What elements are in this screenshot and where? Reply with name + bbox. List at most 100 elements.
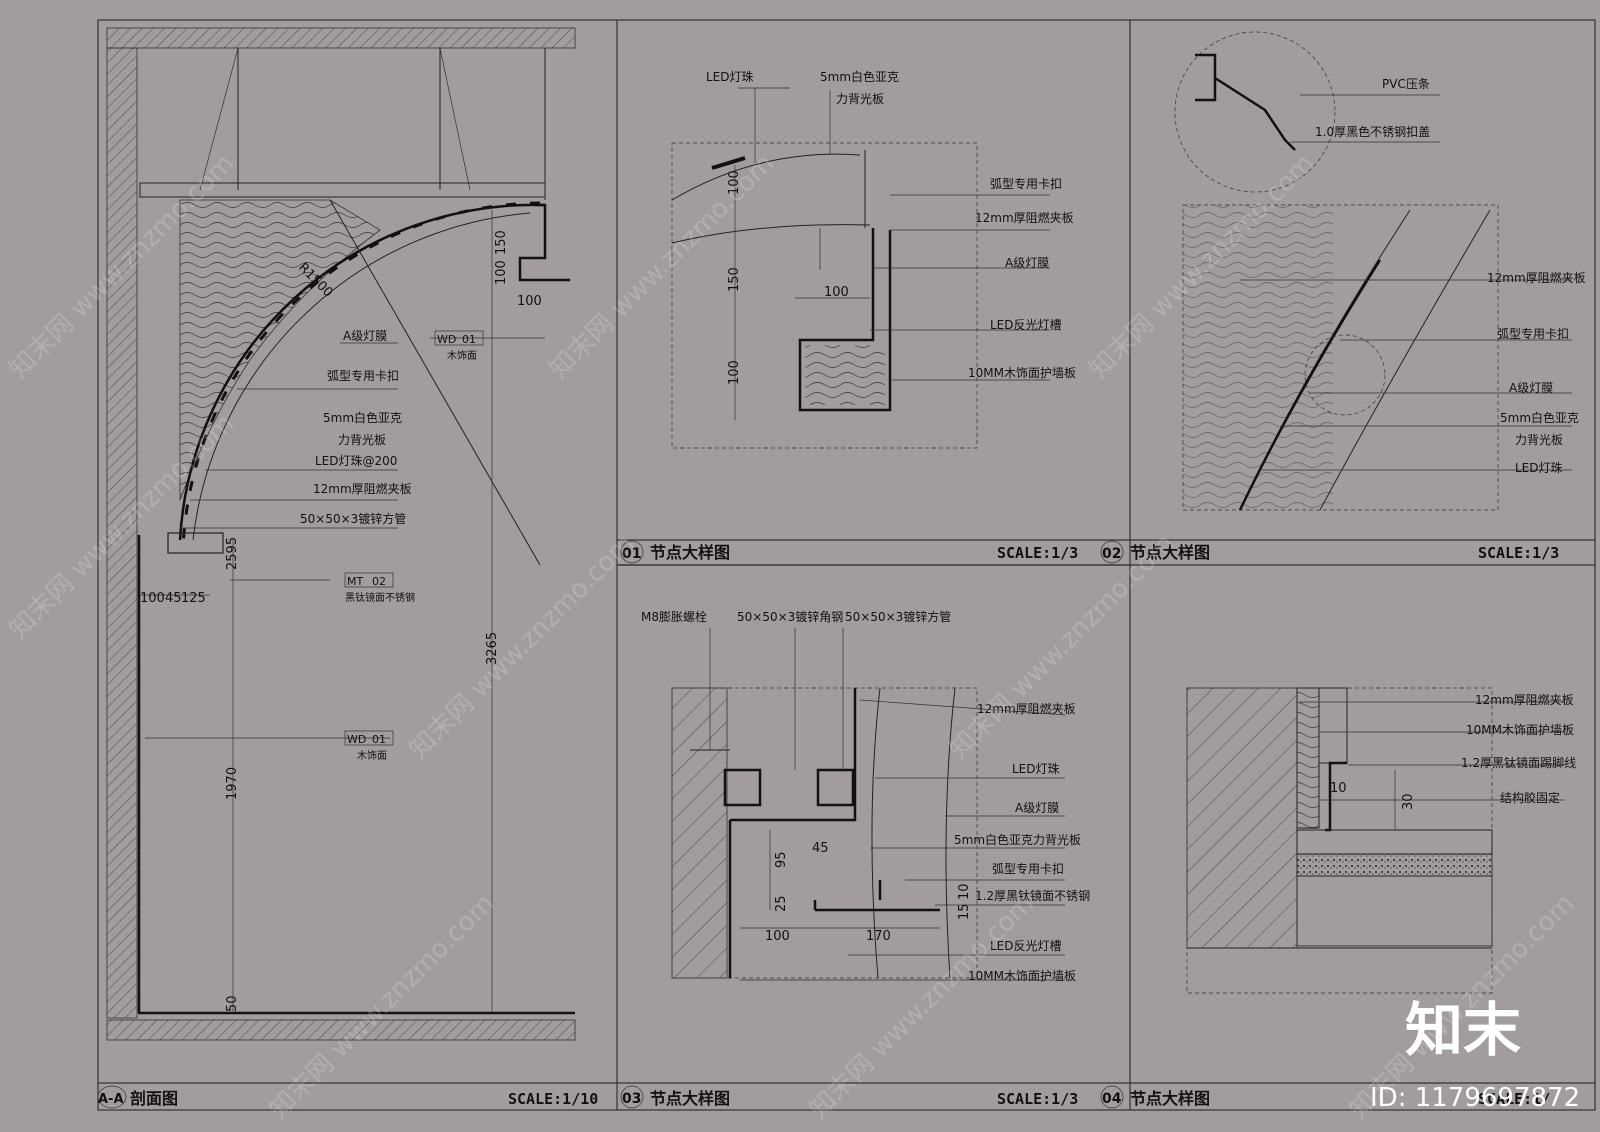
d04-label-panel: 10MM木饰面护墙板 (1466, 723, 1574, 737)
section-title-04: 节点大样图 (1130, 1089, 1210, 1108)
tag-wd2-code: WD (347, 733, 366, 746)
section-title-aa: 剖面图 (130, 1089, 178, 1108)
d03-label-panel: 10MM木饰面护墙板 (968, 969, 1076, 983)
section-scale-03: SCALE:1/3 (997, 1090, 1078, 1108)
section-scale-01: SCALE:1/3 (997, 544, 1078, 562)
dim-125: 125 (181, 591, 206, 606)
d01-label-clip: 弧型专用卡扣 (990, 176, 1062, 191)
d01-dim-100-horiz: 100 (824, 285, 849, 300)
brand-text: 知末 (1405, 996, 1521, 1064)
aa-label-acrylic: 5mm白色亚克 (323, 410, 402, 425)
d03-label-tube: 50×50×3镀锌方管 (845, 609, 951, 624)
title-strip-04: 04 节点大样图 SCALE:1/ (1100, 1082, 1595, 1109)
tag-mt-code: MT (347, 575, 363, 588)
d02-label-cap: 1.0厚黑色不锈钢扣盖 (1315, 125, 1430, 139)
brand-logo: 知末 ID: 1179697872 (1370, 996, 1580, 1113)
tag-mt-num: 02 (372, 575, 386, 588)
tag-wd2-note: 木饰面 (357, 749, 387, 762)
section-aa: R1500 150 100 100 2595 100 45 125 3265 1… (106, 27, 576, 1041)
d01-dim-100-bottom: 100 (727, 360, 742, 385)
section-id-04: 04 (1102, 1091, 1122, 1107)
detail-01: 100 150 100 100 LED灯珠 5mm白色亚克 力背光板 弧型专用卡… (671, 69, 1076, 449)
aa-label-film: A级灯膜 (343, 329, 387, 343)
section-title-03: 节点大样图 (650, 1089, 730, 1108)
d01-label-trough: LED反光灯槽 (990, 318, 1062, 332)
tag-wd2-num: 01 (372, 733, 386, 746)
dim-45: 45 (165, 591, 182, 606)
d03-label-angle: 50×50×3镀锌角钢 (737, 610, 843, 624)
d03-label-bolt: M8膨胀螺栓 (641, 609, 707, 624)
section-id-aa: A-A (98, 1092, 124, 1107)
id-text: ID: 1179697872 (1370, 1083, 1580, 1113)
dim-100-base: 100 (140, 591, 165, 606)
d03-dim-95: 95 (774, 851, 789, 868)
section-title-01: 节点大样图 (650, 543, 730, 562)
dim-3265: 3265 (485, 632, 500, 665)
dim-2595: 2595 (225, 537, 240, 570)
dim-100-horiz: 100 (517, 294, 542, 309)
title-strip-aa: A-A 剖面图 SCALE:1/10 (97, 1082, 617, 1109)
section-id-01: 01 (622, 546, 641, 562)
detail-04: 10 30 12mm厚阻燃夹板 10MM木饰面护墙板 1.2厚黑钛镜面踢脚线 结… (1186, 687, 1576, 994)
dim-150: 150 (494, 230, 509, 255)
d02-label-led: LED灯珠 (1515, 461, 1563, 475)
d04-dim-30: 30 (1401, 793, 1416, 810)
title-strip-03: 03 节点大样图 SCALE:1/3 (617, 1082, 1130, 1109)
aa-label-led: LED灯珠@200 (315, 454, 397, 468)
d03-dim-15: 15 (957, 903, 972, 920)
dim-1970: 1970 (225, 767, 240, 800)
d01-label-film: A级灯膜 (1005, 256, 1049, 270)
dim-50: 50 (225, 995, 240, 1012)
d02-label-clip: 弧型专用卡扣 (1497, 326, 1569, 341)
tag-wd1-code: WD (437, 333, 456, 346)
d01-label-led: LED灯珠 (706, 70, 754, 84)
watermark-3: 知末网 www.znzmo.com (544, 149, 780, 385)
d04-label-plywood: 12mm厚阻燃夹板 (1475, 692, 1574, 707)
d03-label-trough: LED反光灯槽 (990, 939, 1062, 953)
d01-label-panel: 10MM木饰面护墙板 (968, 366, 1076, 380)
d03-label-plywood: 12mm厚阻燃夹板 (977, 701, 1076, 716)
d01-label-acrylic: 5mm白色亚克 (820, 69, 899, 84)
d03-dim-170: 170 (866, 929, 891, 944)
d04-dim-10: 10 (1330, 781, 1347, 796)
detail-03: 45 95 25 100 170 15 10 M8膨胀螺栓 50×50×3镀锌角… (641, 609, 1090, 983)
aa-label-tube: 50×50×3镀锌方管 (300, 511, 406, 526)
aa-label-backlight: 力背光板 (338, 433, 386, 447)
aa-label-plywood: 12mm厚阻燃夹板 (313, 481, 412, 496)
tag-mt-note: 黑钛镜面不锈钢 (345, 591, 415, 604)
d01-dim-100-top: 100 (727, 170, 742, 195)
d03-dim-45: 45 (812, 841, 829, 856)
watermark-5: 知末网 www.znzmo.com (264, 889, 500, 1125)
d02-label-pvc: PVC压条 (1382, 77, 1430, 91)
dim-100-vert: 100 (494, 260, 509, 285)
tag-wd1-note: 木饰面 (447, 349, 477, 362)
d03-label-steel: 1.2厚黑钛镜面不锈钢 (975, 888, 1090, 903)
detail-02: PVC压条 1.0厚黑色不锈钢扣盖 12mm厚阻燃夹板 弧型专用卡扣 A级灯膜 … (1174, 31, 1586, 511)
d01-dim-150: 150 (727, 267, 742, 292)
d04-label-adhesive: 结构胶固定 (1500, 790, 1560, 805)
d03-label-film: A级灯膜 (1015, 801, 1059, 815)
section-scale-02: SCALE:1/3 (1478, 544, 1559, 562)
watermark-8: 知末网 www.znzmo.com (944, 529, 1180, 765)
section-scale-aa: SCALE:1/10 (508, 1090, 598, 1108)
aa-label-clip: 弧型专用卡扣 (327, 368, 399, 383)
d02-label-film: A级灯膜 (1509, 381, 1553, 395)
d01-label-backlight: 力背光板 (836, 92, 884, 106)
d02-label-plywood: 12mm厚阻燃夹板 (1487, 270, 1586, 285)
d02-label-backlight: 力背光板 (1515, 433, 1563, 447)
d03-label-acrylic: 5mm白色亚克力背光板 (954, 832, 1081, 847)
d03-label-led: LED灯珠 (1012, 762, 1060, 776)
section-title-02: 节点大样图 (1130, 543, 1210, 562)
section-id-03: 03 (622, 1091, 641, 1107)
section-scale-04: SCALE:1/ (1478, 1090, 1550, 1108)
d03-label-clip: 弧型专用卡扣 (992, 861, 1064, 876)
d03-dim-10: 10 (957, 883, 972, 900)
d03-dim-25: 25 (774, 895, 789, 912)
title-strip-01: 01 节点大样图 SCALE:1/3 (617, 539, 1130, 566)
d04-label-skirting: 1.2厚黑钛镜面踢脚线 (1461, 755, 1576, 770)
title-strip-02: 02 节点大样图 SCALE:1/3 (1100, 539, 1595, 564)
section-id-02: 02 (1102, 546, 1121, 562)
d02-label-acrylic: 5mm白色亚克 (1500, 410, 1579, 425)
d03-dim-100: 100 (765, 929, 790, 944)
